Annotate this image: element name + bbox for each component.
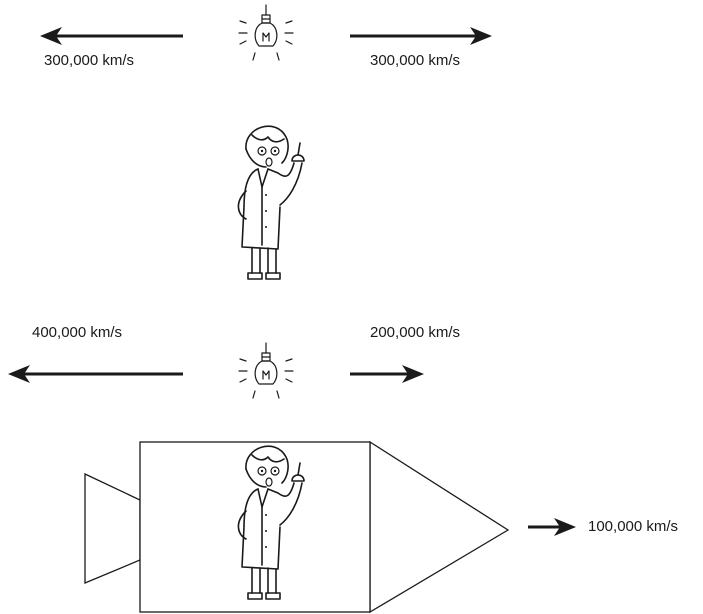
top-scene bbox=[40, 4, 492, 61]
speed-label-top-right: 300,000 km/s bbox=[370, 52, 461, 69]
ship-cabin bbox=[139, 441, 371, 613]
ship-tail bbox=[84, 472, 141, 584]
ship-nose bbox=[369, 440, 510, 614]
arrow-top-right bbox=[350, 27, 492, 45]
middle-scene bbox=[8, 342, 424, 399]
arrow-top-left bbox=[40, 27, 183, 45]
scientist-observer-icon bbox=[237, 125, 305, 280]
speed-label-top-left: 300,000 km/s bbox=[44, 52, 135, 69]
light-bulb-icon bbox=[238, 4, 294, 61]
speed-label-mid-right: 200,000 km/s bbox=[370, 324, 461, 341]
arrow-mid-left bbox=[8, 365, 183, 383]
rocket-ship bbox=[84, 440, 510, 614]
light-bulb-icon bbox=[238, 342, 294, 399]
arrow-mid-right bbox=[350, 365, 424, 383]
speed-label-ship: 100,000 km/s bbox=[588, 518, 679, 535]
speed-label-mid-left: 400,000 km/s bbox=[32, 324, 123, 341]
arrow-ship bbox=[528, 518, 576, 536]
